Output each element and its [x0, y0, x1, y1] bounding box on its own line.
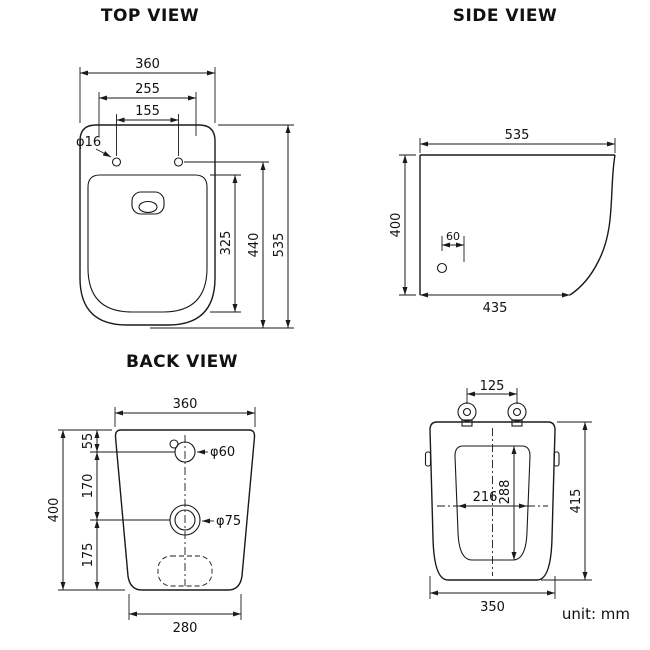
pan-back-outline — [114, 429, 256, 591]
dim-label: 400 — [389, 213, 404, 238]
back-view-title: BACK VIEW — [125, 352, 239, 372]
dim-inlet-to-outlet: 170 — [81, 452, 100, 520]
dim-hinge-to-front: 440 — [184, 161, 269, 328]
outlet-hole — [436, 262, 448, 274]
hinge-holes — [111, 157, 184, 167]
seat-outline — [429, 421, 556, 581]
dim-label: 280 — [173, 621, 198, 636]
dim-label: 350 — [480, 600, 505, 615]
dim-overall-width: 360 — [79, 57, 216, 123]
dim-label: 60 — [446, 230, 460, 243]
hole-diameter-callout: φ16 — [76, 135, 112, 158]
back-view-drawing: 360 φ60 φ75 55 — [47, 397, 256, 636]
side-view-title: SIDE VIEW — [452, 6, 558, 26]
dim-outlet-to-floor: 175 — [81, 520, 100, 590]
dim-height: 400 — [389, 154, 416, 296]
dim-overall-depth: 415 — [541, 421, 592, 581]
water-inlet: φ60 — [169, 439, 235, 463]
seat-hinges — [457, 402, 527, 427]
dim-overall-depth: 535 — [419, 128, 616, 153]
dim-label: 255 — [135, 82, 160, 97]
dim-label: 125 — [480, 379, 505, 394]
dim-label: 415 — [569, 489, 584, 514]
dim-height: 400 — [47, 430, 66, 590]
hidden-foot-outline — [157, 555, 213, 587]
dim-label: 360 — [135, 57, 160, 72]
dim-overall-width: 360 — [114, 397, 256, 427]
segment-extension-lines — [58, 429, 175, 591]
top-view-title: TOP VIEW — [100, 6, 200, 26]
dim-opening-depth: 288 — [498, 446, 517, 560]
top-view-drawing: 360 255 155 φ16 — [76, 57, 294, 329]
dim-label: 155 — [135, 104, 160, 119]
dim-label: 435 — [483, 301, 508, 316]
dim-label: 170 — [81, 474, 96, 499]
dim-label: 535 — [505, 128, 530, 143]
seat-view-drawing: 125 216 — [424, 379, 592, 615]
pan-profile-outline — [419, 154, 616, 296]
dim-label: 175 — [81, 543, 96, 568]
dim-hinge-span: 125 — [466, 379, 518, 404]
dim-label: 400 — [47, 498, 62, 523]
dim-label: φ60 — [210, 445, 235, 460]
dim-base-width: 280 — [128, 594, 242, 636]
dim-opening-width: 216 — [458, 490, 527, 509]
dim-label: 55 — [81, 433, 96, 450]
center-lines — [437, 428, 548, 576]
dim-label: 535 — [272, 233, 287, 258]
pan-rim-outline — [79, 124, 216, 326]
dim-overall-width: 350 — [429, 576, 556, 615]
waste-outlet: φ75 — [169, 504, 241, 536]
dim-label: φ16 — [76, 135, 101, 150]
bowl-outline — [87, 174, 208, 313]
dim-label: 360 — [173, 397, 198, 412]
dim-label: 325 — [219, 231, 234, 256]
dim-label: 216 — [473, 490, 498, 505]
seat-bumpers — [424, 451, 560, 467]
dim-seat-width: 255 — [98, 82, 197, 136]
dim-top-to-inlet: 55 — [81, 430, 100, 452]
outlet-offset-callout: 60 — [436, 230, 465, 274]
dim-label: φ75 — [216, 514, 241, 529]
flush-valve — [131, 191, 165, 215]
dim-base-depth: 435 — [420, 292, 570, 316]
unit-label: unit: mm — [561, 605, 630, 623]
seat-opening-outline — [454, 445, 531, 561]
dim-overall-depth: 535 — [150, 124, 294, 329]
dim-label: 440 — [247, 233, 262, 258]
dim-label: 288 — [498, 480, 513, 505]
side-view-drawing: 535 400 60 435 — [389, 128, 616, 316]
dim-hinge-span: 155 — [116, 104, 179, 156]
dim-bowl-depth: 325 — [210, 174, 241, 313]
